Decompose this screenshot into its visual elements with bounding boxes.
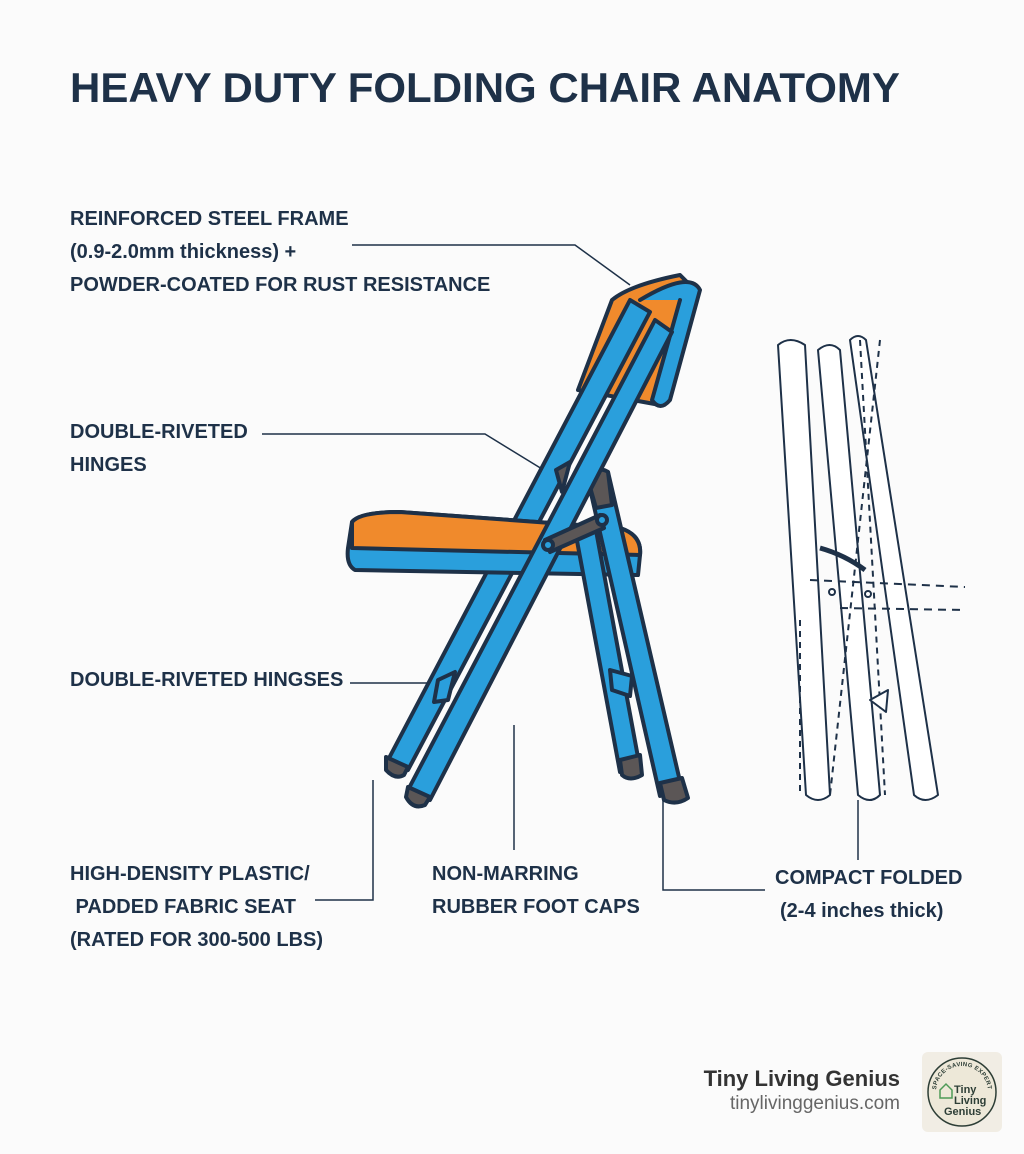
leader-hinges — [262, 433, 561, 481]
foot-cap — [404, 785, 432, 809]
svg-text:Living: Living — [954, 1095, 986, 1107]
brand-url: tinylivinggenius.com — [729, 1093, 900, 1114]
brand-block: Tiny Living Genius tinylivinggenius.com — [704, 1066, 900, 1115]
label-steel-frame: REINFORCED STEEL FRAME(0.9-2.0mm thickne… — [70, 208, 491, 296]
leader-lines — [262, 244, 859, 901]
leader-frame — [352, 244, 631, 286]
foot-cap — [658, 776, 690, 805]
label-seat: HIGH-DENSITY PLASTIC/ PADDED FABRIC SEAT… — [70, 863, 324, 951]
leader-seat — [315, 780, 374, 901]
unfolded-chair — [345, 273, 702, 809]
house-icon — [939, 1082, 953, 1099]
label-compact-folded: COMPACT FOLDED(2-4 inches thick) — [775, 867, 963, 922]
page-title: HEAVY DUTY FOLDING CHAIR ANATOMY — [70, 64, 900, 111]
leader-folded-left — [662, 800, 765, 891]
svg-text:Genius: Genius — [944, 1106, 981, 1118]
label-double-riveted-hinges-2: DOUBLE-RIVETED HINGSES — [70, 669, 344, 691]
svg-text:Tiny: Tiny — [954, 1084, 977, 1096]
brand-name: Tiny Living Genius — [703, 1066, 900, 1091]
foot-cap — [384, 755, 410, 779]
foot-cap — [618, 753, 644, 781]
folded-chair — [777, 335, 966, 801]
brand-badge-logo: SPACE-SAVING EXPERT Tiny Living Genius — [922, 1052, 1002, 1132]
